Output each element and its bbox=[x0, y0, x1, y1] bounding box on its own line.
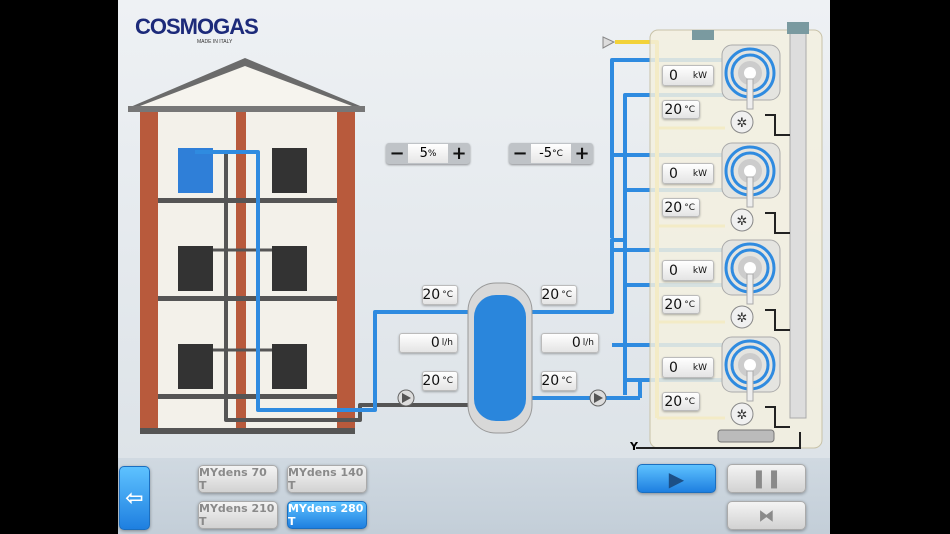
right-return-temp: 20°C bbox=[541, 371, 577, 391]
pump-icon bbox=[589, 389, 607, 407]
value: 0 bbox=[669, 165, 678, 182]
module-temp: 20°C bbox=[662, 392, 700, 411]
right-supply-temp: 20°C bbox=[541, 285, 577, 305]
unit: l/h bbox=[441, 338, 453, 348]
decrease-button[interactable]: − bbox=[389, 143, 405, 164]
unit: °C bbox=[684, 104, 695, 115]
fan-icon bbox=[730, 110, 754, 134]
fan-icon bbox=[730, 402, 754, 426]
unit: °C bbox=[561, 290, 572, 300]
value: 20 bbox=[422, 373, 441, 389]
unit: kW bbox=[692, 362, 707, 373]
decrease-button[interactable]: − bbox=[512, 143, 528, 164]
unit: kW bbox=[692, 168, 707, 179]
drain-label: Y bbox=[630, 440, 638, 453]
model-mydens-70[interactable]: MYdens 70 T bbox=[198, 465, 278, 493]
unit: °C bbox=[684, 299, 695, 310]
value: 0 bbox=[669, 262, 678, 279]
value: 20 bbox=[664, 393, 683, 410]
unit: kW bbox=[692, 70, 707, 81]
heat-exchanger-module: ✲ bbox=[721, 44, 790, 136]
pause-icon: ❚❚ bbox=[751, 468, 782, 489]
unit: kW bbox=[692, 265, 707, 276]
unit: °C bbox=[442, 376, 453, 386]
increase-button[interactable]: + bbox=[451, 143, 467, 164]
fan-icon bbox=[730, 305, 754, 329]
value: 20 bbox=[664, 296, 683, 313]
heat-exchanger-module: ✲ bbox=[721, 239, 790, 331]
svg-text:✲: ✲ bbox=[737, 311, 748, 326]
temp-offset-value: -5 bbox=[539, 146, 553, 161]
left-return-temp: 20°C bbox=[422, 371, 458, 391]
fan-icon bbox=[730, 208, 754, 232]
value: 20 bbox=[541, 373, 560, 389]
value: 0 bbox=[430, 335, 440, 351]
value: 0 bbox=[669, 359, 678, 376]
module-temp: 20°C bbox=[662, 295, 700, 314]
unit: °C bbox=[684, 396, 695, 407]
gas-inlet-icon bbox=[602, 36, 616, 49]
back-button[interactable]: ⇦ bbox=[119, 466, 150, 530]
unit: °C bbox=[684, 202, 695, 213]
module-temp: 20°C bbox=[662, 198, 700, 217]
module-temp: 20°C bbox=[662, 100, 700, 119]
value: 20 bbox=[664, 101, 683, 118]
unit: °C bbox=[442, 290, 453, 300]
svg-text:✲: ✲ bbox=[737, 408, 748, 423]
increase-button[interactable]: + bbox=[574, 143, 590, 164]
value: 0 bbox=[669, 67, 678, 84]
module-power: 0 kW bbox=[662, 163, 714, 184]
model-mydens-280[interactable]: MYdens 280 T bbox=[287, 501, 367, 529]
pump-icon bbox=[397, 389, 415, 407]
value: 0 bbox=[571, 335, 581, 351]
valve-button[interactable]: ⧓ bbox=[727, 501, 806, 530]
value: 20 bbox=[541, 287, 560, 303]
svg-text:✲: ✲ bbox=[737, 214, 748, 229]
module-power: 0 kW bbox=[662, 65, 714, 86]
unit: °C bbox=[552, 148, 563, 159]
module-power: 0 kW bbox=[662, 357, 714, 378]
heat-exchanger-module: ✲ bbox=[721, 336, 790, 428]
svg-text:✲: ✲ bbox=[737, 116, 748, 131]
building bbox=[128, 58, 365, 434]
play-icon: ▶ bbox=[668, 466, 685, 491]
module-power: 0 kW bbox=[662, 260, 714, 281]
radiators bbox=[178, 148, 307, 389]
play-button[interactable]: ▶ bbox=[637, 464, 716, 493]
outdoor-temp-stepper[interactable]: − -5°C + bbox=[509, 143, 593, 164]
model-mydens-140[interactable]: MYdens 140 T bbox=[287, 465, 367, 493]
unit: % bbox=[427, 148, 437, 159]
pause-button[interactable]: ❚❚ bbox=[727, 464, 806, 493]
valve-icon: ⧓ bbox=[758, 506, 775, 525]
percent-value: 5 bbox=[419, 146, 428, 161]
heat-exchanger-module: ✲ bbox=[721, 142, 790, 234]
back-arrow-icon: ⇦ bbox=[125, 485, 144, 511]
value: 20 bbox=[664, 199, 683, 216]
unit: °C bbox=[561, 376, 572, 386]
buffer-tank bbox=[467, 282, 533, 434]
left-supply-temp: 20°C bbox=[422, 285, 458, 305]
percent-stepper[interactable]: − 5% + bbox=[386, 143, 470, 164]
model-mydens-210[interactable]: MYdens 210 T bbox=[198, 501, 278, 529]
value: 20 bbox=[422, 287, 441, 303]
unit: l/h bbox=[582, 338, 594, 348]
